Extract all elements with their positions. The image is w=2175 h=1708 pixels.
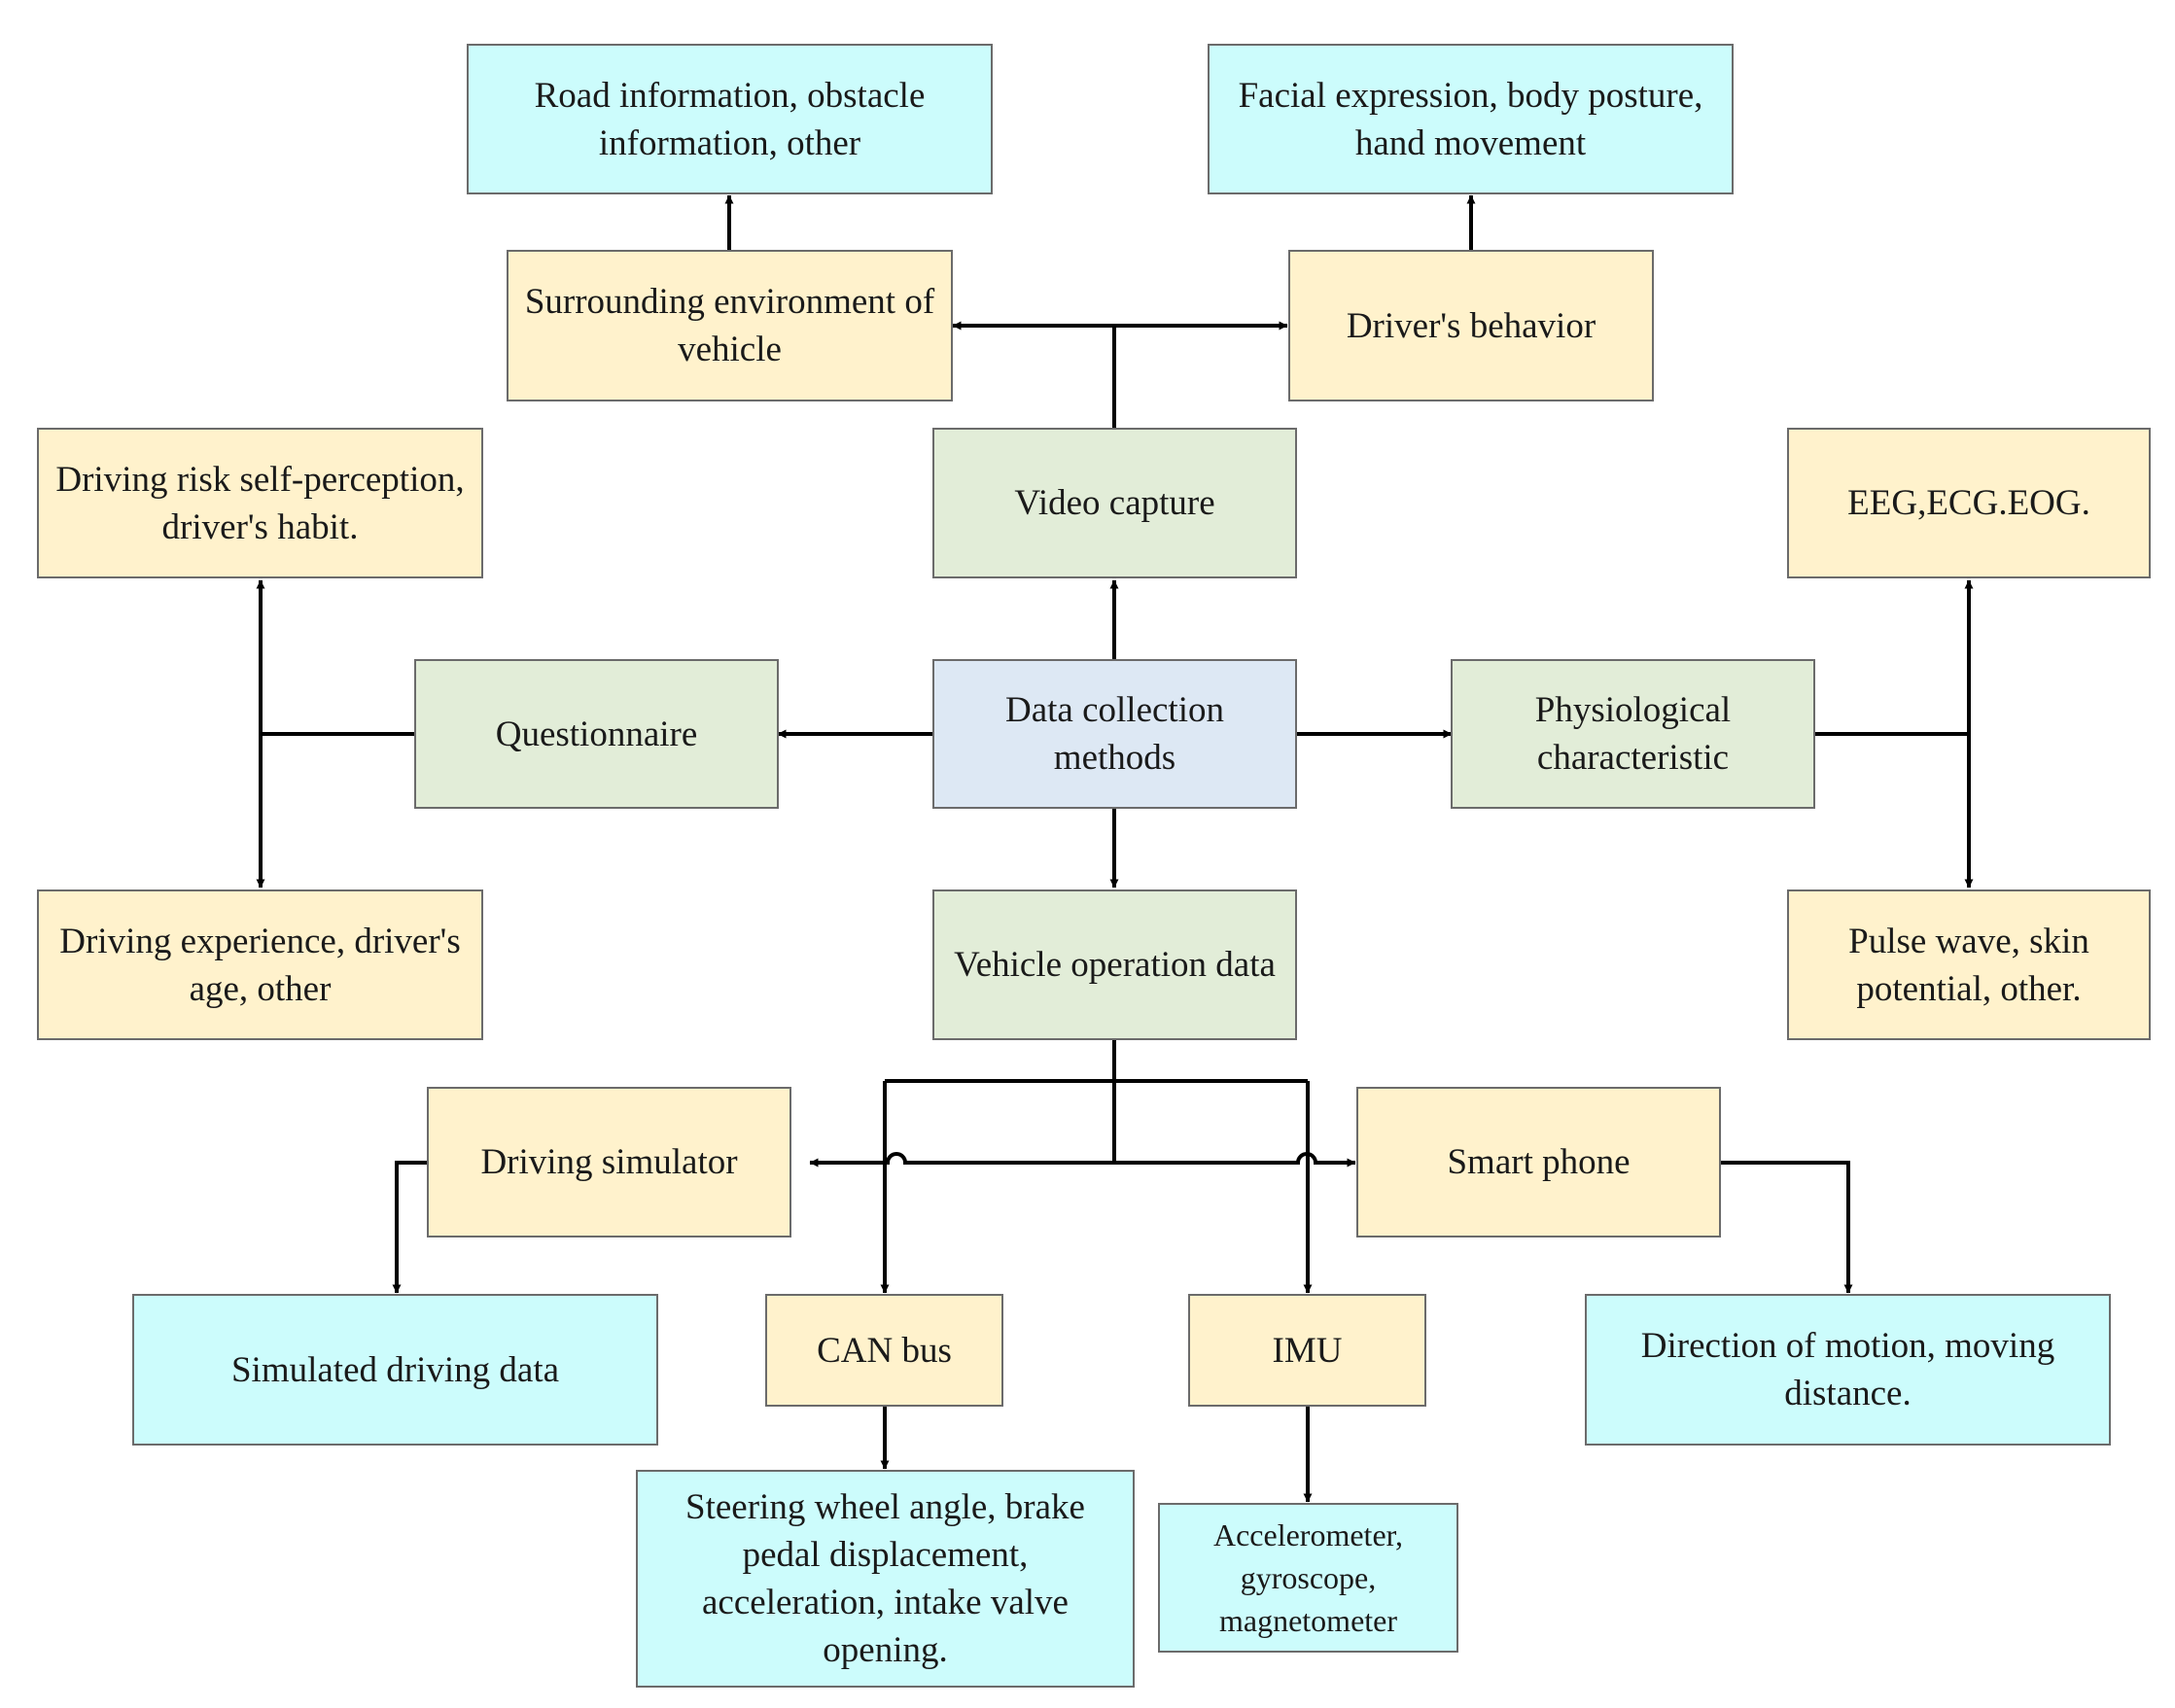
road-info-label: Road information, obstacle information, … — [534, 75, 926, 163]
smart-phone-label: Smart phone — [1447, 1142, 1631, 1182]
accelerometer-node: Accelerometer, gyroscope, magnetometer — [1158, 1503, 1458, 1653]
driving-experience-label: Driving experience, driver's age, other — [59, 921, 461, 1009]
pulse-wave-node: Pulse wave, skin potential, other. — [1787, 889, 2151, 1040]
can-bus-label: CAN bus — [817, 1330, 952, 1371]
surrounding-env-label: Surrounding environment of vehicle — [524, 282, 935, 369]
can-bus-node: CAN bus — [765, 1294, 1003, 1407]
video-capture-label: Video capture — [1014, 483, 1215, 523]
drivers-behavior-label: Driver's behavior — [1346, 305, 1596, 346]
arrow-to-smart-phone — [1114, 1152, 1356, 1168]
imu-label: IMU — [1272, 1330, 1343, 1371]
physiological-label: Physiological characteristic — [1534, 690, 1732, 778]
eeg-label: EEG,ECG.EOG. — [1847, 483, 2090, 523]
driving-simulator-label: Driving simulator — [480, 1142, 738, 1182]
risk-perception-label: Driving risk self-perception, driver's h… — [55, 459, 465, 547]
center-node: Data collection methods — [932, 659, 1297, 809]
drivers-behavior-node: Driver's behavior — [1288, 250, 1654, 401]
video-capture-node: Video capture — [932, 428, 1297, 578]
facial-expression-node: Facial expression, body posture, hand mo… — [1208, 44, 1734, 194]
driving-simulator-node: Driving simulator — [427, 1087, 791, 1237]
arrow-to-driving-simulator — [809, 1152, 1114, 1168]
pulse-wave-label: Pulse wave, skin potential, other. — [1848, 921, 2089, 1009]
direction-motion-node: Direction of motion, moving distance. — [1585, 1294, 2111, 1446]
surrounding-env-node: Surrounding environment of vehicle — [507, 250, 953, 401]
simulated-data-label: Simulated driving data — [230, 1349, 560, 1390]
direction-motion-label: Direction of motion, moving distance. — [1640, 1326, 2055, 1413]
arrow-to-direction-motion — [1721, 1161, 1853, 1294]
steering-node: Steering wheel angle, brake pedal displa… — [636, 1470, 1135, 1688]
smart-phone-node: Smart phone — [1356, 1087, 1721, 1237]
questionnaire-node: Questionnaire — [414, 659, 779, 809]
simulated-data-node: Simulated driving data — [132, 1294, 658, 1446]
vehicle-operation-label: Vehicle operation data — [954, 945, 1276, 985]
driving-experience-node: Driving experience, driver's age, other — [37, 889, 483, 1040]
facial-expression-label: Facial expression, body posture, hand mo… — [1238, 75, 1703, 163]
imu-node: IMU — [1188, 1294, 1426, 1407]
road-info-node: Road information, obstacle information, … — [467, 44, 993, 194]
arrow-to-simulated-data — [392, 1161, 427, 1294]
questionnaire-label: Questionnaire — [495, 714, 698, 754]
steering-label: Steering wheel angle, brake pedal displa… — [685, 1487, 1085, 1670]
physiological-node: Physiological characteristic — [1451, 659, 1815, 809]
vehicle-operation-node: Vehicle operation data — [932, 889, 1297, 1040]
accelerometer-label: Accelerometer, gyroscope, magnetometer — [1212, 1517, 1404, 1638]
risk-perception-node: Driving risk self-perception, driver's h… — [37, 428, 483, 578]
center-node-label: Data collection methods — [1005, 690, 1224, 778]
eeg-node: EEG,ECG.EOG. — [1787, 428, 2151, 578]
